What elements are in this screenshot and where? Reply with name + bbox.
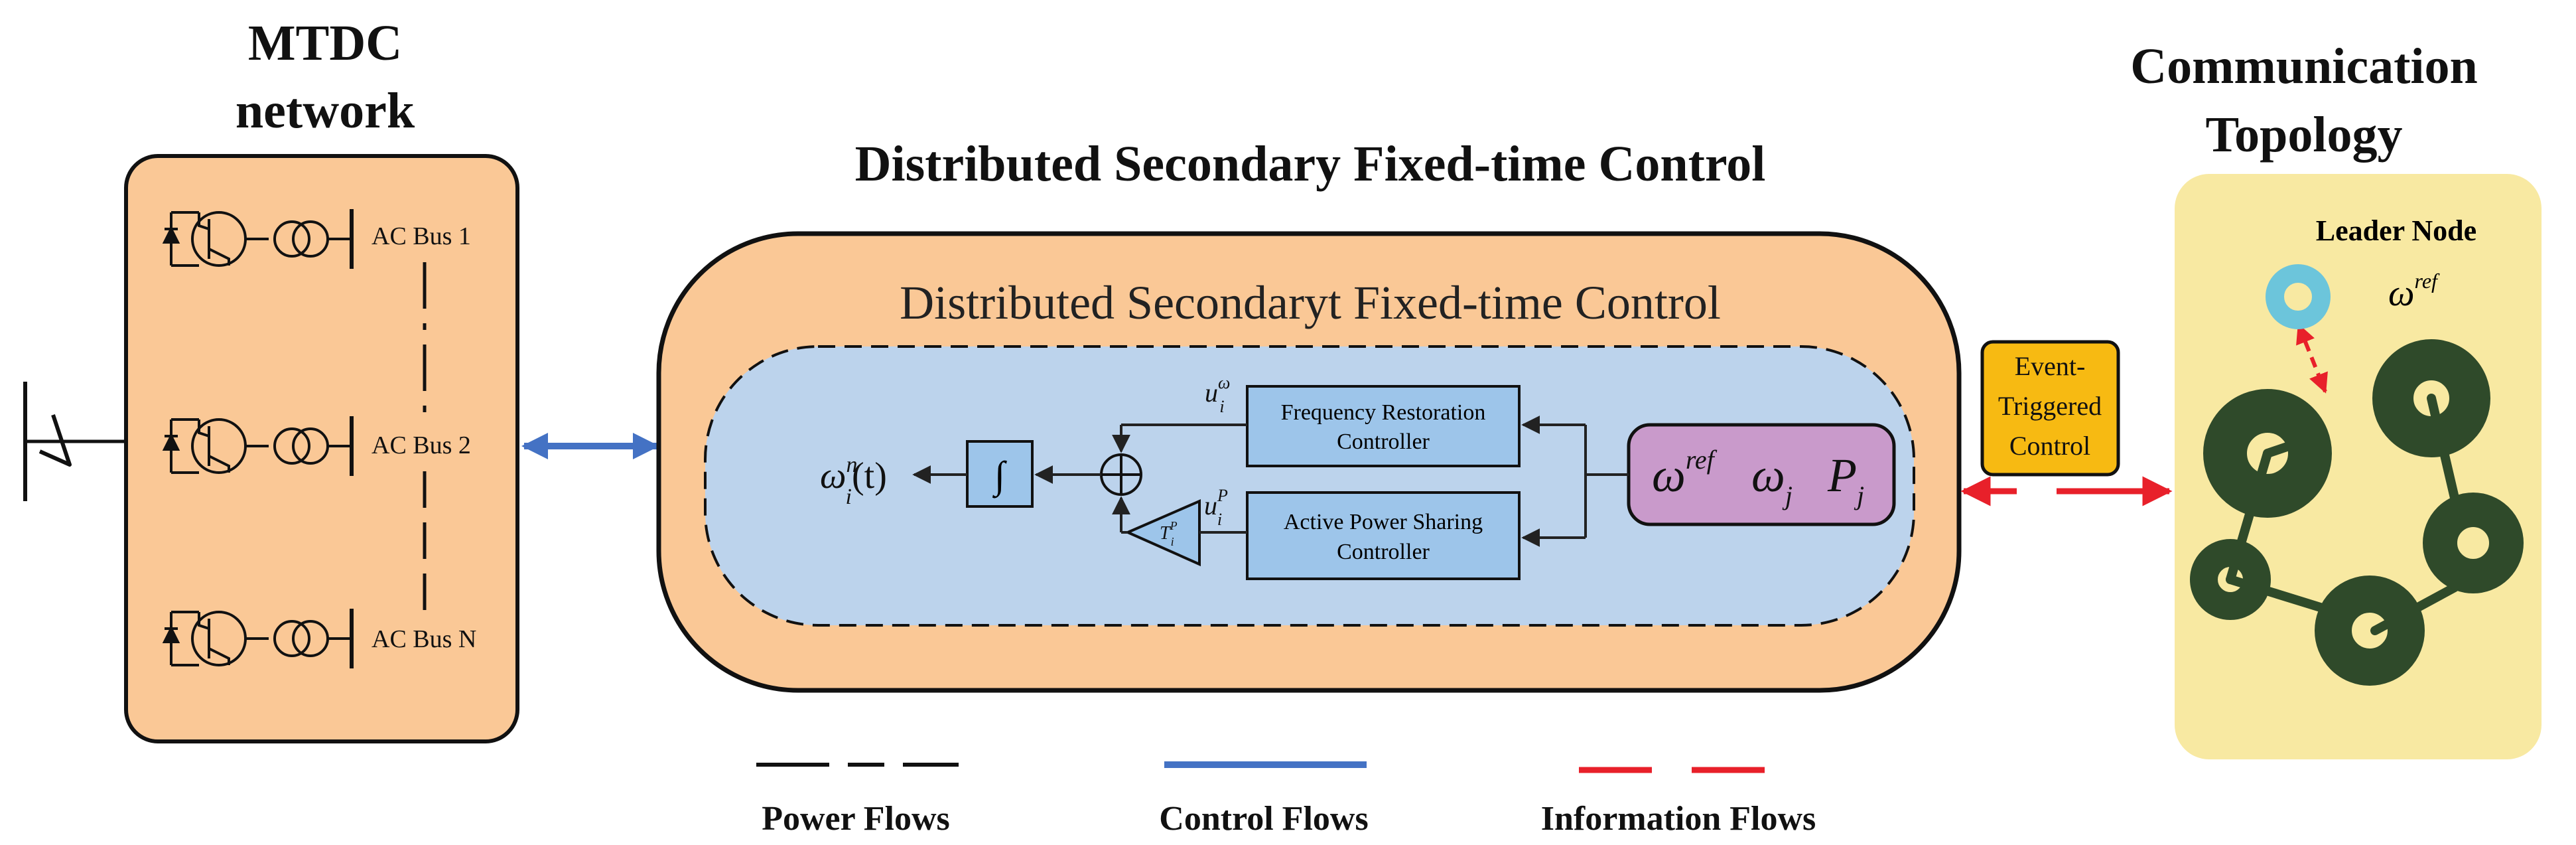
breaker-icon	[38, 414, 72, 467]
follower-node-4-icon	[2190, 539, 2271, 620]
follower-node-2-icon	[2372, 339, 2490, 457]
control-block: Distributed Secondaryt Fixed-time Contro…	[656, 231, 1962, 693]
topology-box	[2175, 174, 2542, 759]
omega-j-input: ωj	[1751, 449, 1793, 510]
communication-topology: Leader Node ωref	[2175, 174, 2542, 759]
legend-power-label: Power Flows	[762, 800, 950, 838]
mtdc-title-line2: network	[236, 83, 415, 139]
follower-node-3-icon	[2423, 493, 2524, 593]
mtdc-network: AC Bus 1 AC Bus 2 AC Bus N	[23, 154, 519, 743]
frequency-block-line2: Controller	[1337, 429, 1430, 454]
signal-lines	[912, 416, 1629, 547]
topology-ref-label: ωref	[2388, 269, 2440, 314]
legend-information-label: Information Flows	[1541, 800, 1816, 838]
power-block-line1: Active Power Sharing	[1284, 510, 1483, 534]
event-box	[1980, 340, 2120, 477]
topology-title-line1: Communication	[2130, 38, 2478, 94]
omega-ref-input: ωref	[1652, 445, 1718, 502]
ac-bus-1-label: AC Bus 1	[372, 222, 471, 250]
follower-node-1-icon	[2203, 389, 2332, 518]
mtdc-box	[124, 154, 519, 743]
mtdc-title-line1: MTDC	[248, 15, 402, 71]
power-sharing-block	[1246, 491, 1521, 580]
event-line3: Control	[2009, 431, 2090, 461]
p-j-input: Pj	[1827, 449, 1864, 510]
converter-2	[162, 416, 354, 476]
frequency-block-line1: Frequency Restoration	[1281, 400, 1486, 425]
leader-node-label: Leader Node	[2316, 214, 2476, 247]
converter-n	[162, 609, 354, 668]
converter-1	[162, 209, 354, 269]
leader-node-icon	[2266, 264, 2331, 329]
power-block-line2: Controller	[1337, 540, 1430, 564]
ac-bus-2-label: AC Bus 2	[372, 431, 471, 459]
topology-title-line2: Topology	[2205, 107, 2402, 163]
titles: MTDC network Distributed Secondary Fixed…	[236, 15, 2478, 192]
event-line1: Event-	[2015, 351, 2086, 381]
frequency-restoration-block	[1246, 385, 1521, 467]
ac-bus-n-label: AC Bus N	[372, 625, 476, 653]
control-inner-title: Distributed Secondaryt Fixed-time Contro…	[900, 276, 1721, 329]
summing-junction	[1100, 453, 1142, 496]
event-line2: Triggered	[1998, 391, 2102, 421]
integrator-symbol: ∫	[992, 453, 1007, 499]
follower-node-5-icon	[2315, 576, 2425, 686]
legend: Power Flows Control Flows Information Fl…	[756, 761, 1816, 838]
control-inner-panel	[704, 345, 1915, 627]
center-title: Distributed Secondary Fixed-time Control	[855, 136, 1766, 192]
legend-control-label: Control Flows	[1159, 800, 1368, 838]
leader-link	[2296, 323, 2328, 394]
event-triggered-control: Event- Triggered Control	[1960, 340, 2173, 506]
